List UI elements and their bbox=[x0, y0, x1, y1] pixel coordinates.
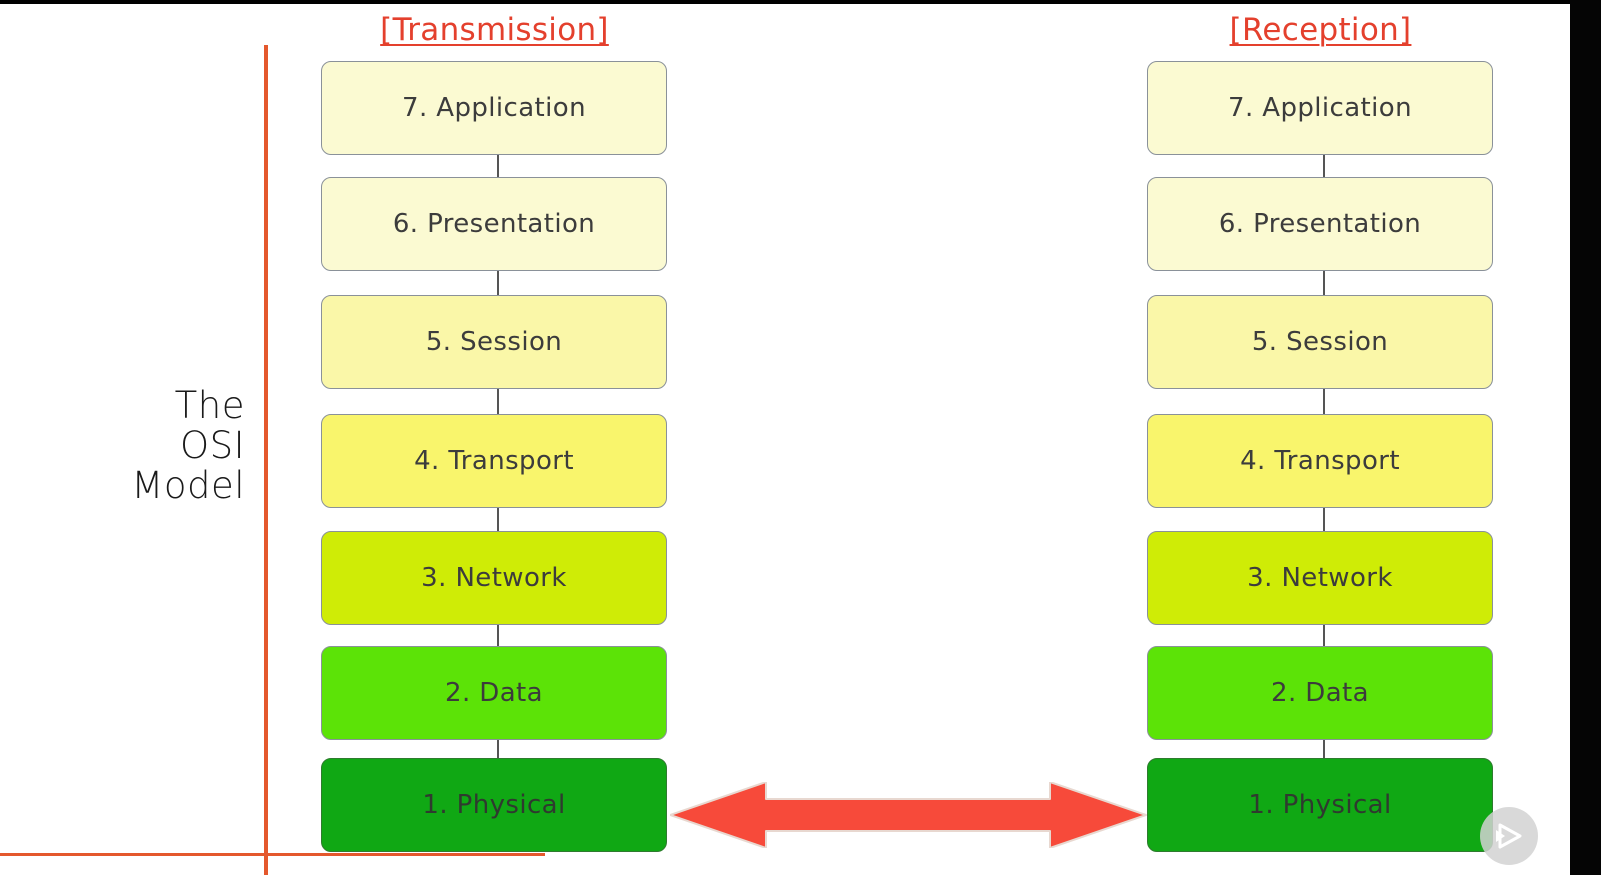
play-icon[interactable] bbox=[1480, 807, 1538, 865]
rx-layer-network: 3. Network bbox=[1147, 531, 1493, 625]
right-edge-strip bbox=[1570, 0, 1601, 875]
transmission-title: [Transmission] bbox=[380, 12, 609, 48]
rx-layer-application: 7. Application bbox=[1147, 61, 1493, 155]
tx-layer-physical: 1. Physical bbox=[321, 758, 667, 852]
connector bbox=[497, 271, 499, 295]
vertical-divider-line bbox=[264, 45, 268, 875]
connector bbox=[1323, 625, 1325, 646]
connector bbox=[1323, 155, 1325, 177]
rx-layer-presentation: 6. Presentation bbox=[1147, 177, 1493, 271]
rx-layer-transport: 4. Transport bbox=[1147, 414, 1493, 508]
side-title-line-2: OSI bbox=[179, 424, 245, 467]
tx-layer-data: 2. Data bbox=[321, 646, 667, 740]
connector bbox=[1323, 271, 1325, 295]
connector bbox=[1323, 508, 1325, 531]
connector bbox=[1323, 389, 1325, 414]
connector bbox=[497, 625, 499, 646]
connector bbox=[1323, 740, 1325, 758]
slide: The OSI Model [Transmission] [Reception]… bbox=[0, 4, 1570, 875]
double-headed-arrow-icon bbox=[670, 782, 1147, 848]
tx-layer-presentation: 6. Presentation bbox=[321, 177, 667, 271]
rx-layer-session: 5. Session bbox=[1147, 295, 1493, 389]
bottom-accent-line bbox=[0, 853, 545, 856]
osi-model-title: The OSI Model bbox=[45, 386, 245, 506]
tx-layer-session: 5. Session bbox=[321, 295, 667, 389]
rx-layer-physical: 1. Physical bbox=[1147, 758, 1493, 852]
connector bbox=[497, 508, 499, 531]
rx-layer-data: 2. Data bbox=[1147, 646, 1493, 740]
play-triangle-icon bbox=[1496, 823, 1522, 849]
side-title-line-1: The bbox=[174, 384, 245, 427]
reception-title: [Reception] bbox=[1229, 12, 1412, 48]
tx-layer-application: 7. Application bbox=[321, 61, 667, 155]
connector bbox=[497, 389, 499, 414]
tx-layer-network: 3. Network bbox=[321, 531, 667, 625]
tx-layer-transport: 4. Transport bbox=[321, 414, 667, 508]
side-title-line-3: Model bbox=[131, 464, 245, 507]
connector bbox=[497, 155, 499, 177]
connector bbox=[497, 740, 499, 758]
